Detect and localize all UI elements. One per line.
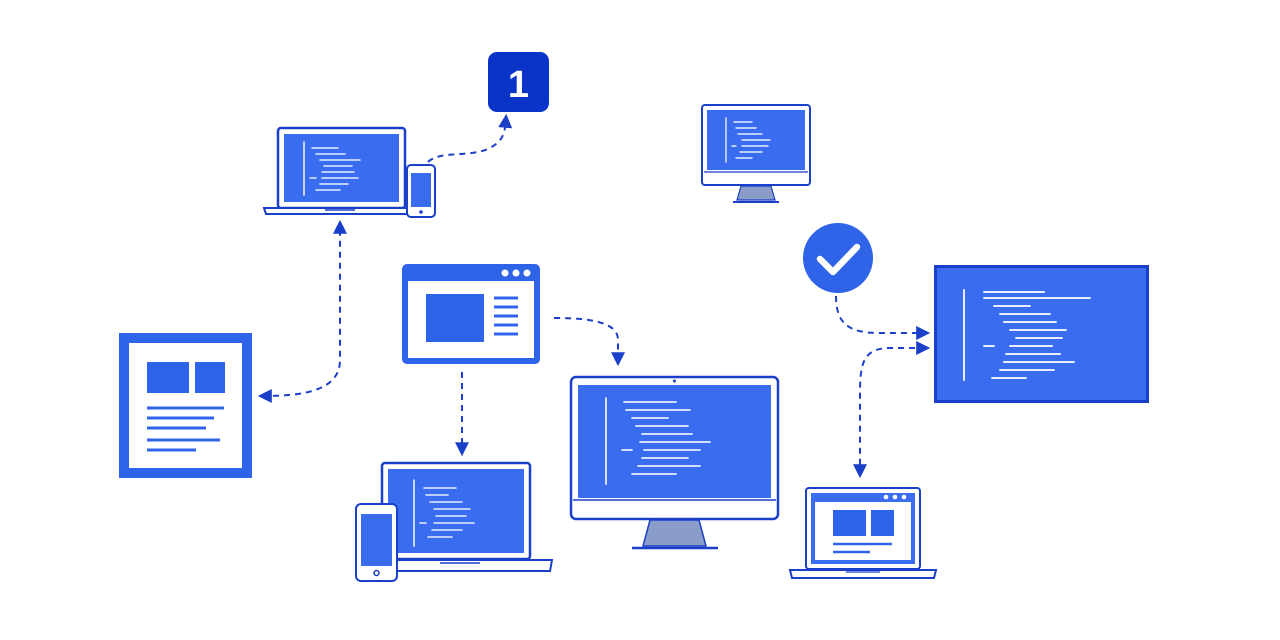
monitor-top-right [701,104,811,203]
browser-window-center [402,264,540,364]
desktop-monitor-center [569,375,780,550]
phone-top-left [406,164,436,218]
connector-browser-to-monitor [553,317,625,367]
badge-1: 1 [488,52,549,112]
laptop-top-left [262,126,414,215]
code-panel-right [934,265,1149,403]
connector-document-to-laptop [257,219,347,403]
check-circle [803,223,873,293]
checkmark-icon [816,243,861,276]
document-left [119,333,252,478]
connectors [257,113,931,479]
connector-panel-to-laptop [853,341,931,479]
code-lines [303,141,361,196]
badge-label: 1 [508,64,529,106]
number-badge-icon [488,52,549,112]
connector-check-to-panel [835,295,931,340]
phone-bottom [355,503,398,582]
laptop-bottom [364,461,554,572]
laptop-bottom-right [788,487,938,579]
laptop-top-left-screen [284,134,399,202]
connector-phone-to-badge [427,113,513,163]
